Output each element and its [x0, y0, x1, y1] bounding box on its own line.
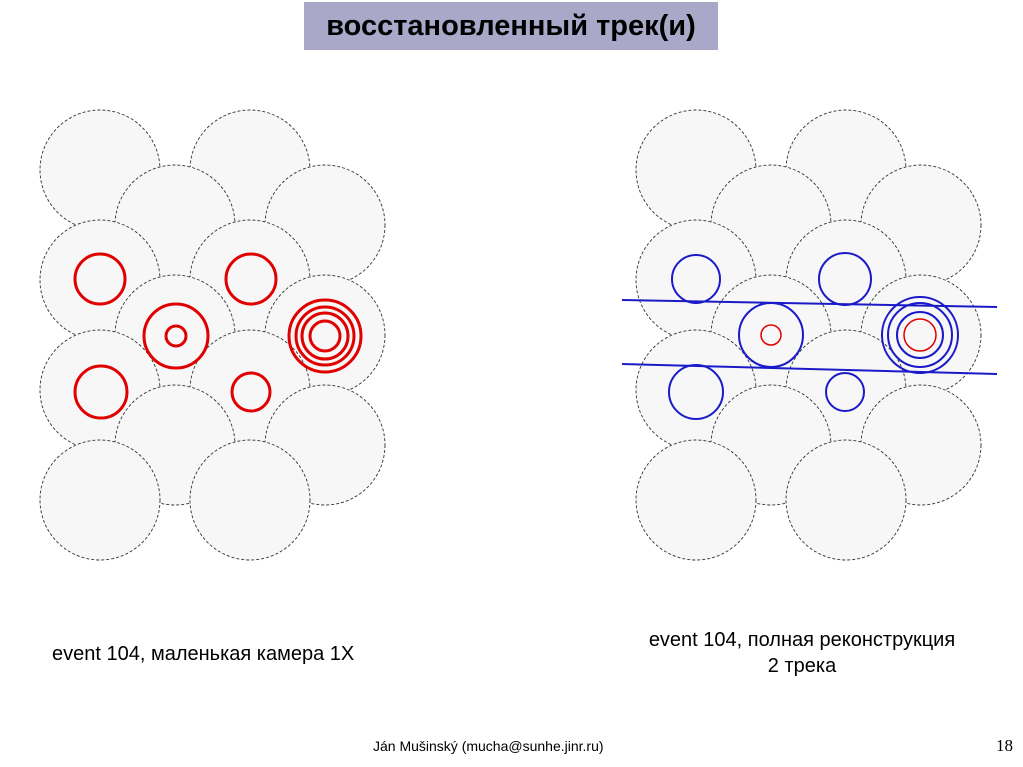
detector-cell	[189, 439, 311, 561]
cherenkov-ring	[142, 302, 210, 370]
cherenkov-ring	[760, 324, 782, 346]
cherenkov-ring	[308, 319, 342, 353]
detector-cell	[39, 439, 161, 561]
cherenkov-ring	[73, 252, 127, 306]
cherenkov-ring	[287, 298, 363, 374]
reconstructed-track	[621, 299, 998, 308]
cherenkov-ring	[164, 324, 188, 348]
cherenkov-ring	[73, 364, 129, 420]
detector-cell	[785, 439, 907, 561]
cherenkov-ring	[903, 318, 937, 352]
rings-left	[73, 252, 363, 420]
slide-title: восстановленный трек(и)	[304, 2, 718, 50]
cherenkov-ring	[825, 372, 865, 412]
detector-cells-left	[39, 109, 386, 561]
footer-author: Ján Mušinský (mucha@sunhe.jinr.ru)	[373, 738, 604, 754]
caption-left: event 104, маленькая камера 1X	[52, 643, 355, 665]
cherenkov-ring	[230, 371, 272, 413]
detector-cells-right	[635, 109, 982, 561]
caption-right-line1: event 104, полная реконструкция	[648, 629, 956, 651]
cherenkov-ring	[294, 305, 356, 367]
tracks-right	[621, 299, 998, 375]
cherenkov-ring	[671, 254, 721, 304]
caption-right-line2: 2 трека	[767, 655, 837, 677]
cherenkov-ring	[224, 252, 278, 306]
cherenkov-ring	[300, 311, 350, 361]
reconstructed-track	[621, 363, 998, 375]
detector-cell	[635, 439, 757, 561]
cherenkov-ring	[896, 311, 944, 359]
page-number: 18	[996, 736, 1013, 755]
caption-right: event 104, полная реконструкция 2 трека	[612, 627, 992, 679]
cherenkov-ring	[887, 302, 953, 368]
cherenkov-ring	[881, 296, 959, 374]
